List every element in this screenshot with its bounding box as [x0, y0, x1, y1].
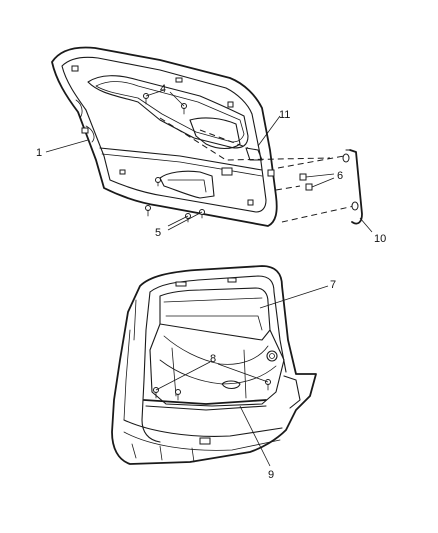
liftgate-trim-panel	[51, 46, 313, 227]
screw-5-c	[199, 209, 205, 219]
screw-5-d	[155, 177, 161, 187]
leader-lines	[45, 89, 373, 467]
liftgate-assembly	[111, 265, 317, 465]
callout-9: 9	[268, 469, 274, 481]
callout-1: 1	[36, 147, 42, 159]
clip-6-a	[299, 173, 307, 181]
callout-11: 11	[279, 109, 290, 121]
clip-6-c	[267, 169, 275, 177]
weatherstrip-seal-10	[342, 149, 363, 225]
screw-8-center	[175, 389, 181, 401]
screw-5-a	[145, 205, 151, 217]
callout-10: 10	[374, 233, 386, 245]
callout-6: 6	[337, 170, 343, 182]
callout-5: 5	[155, 227, 161, 239]
callout-8: 8	[210, 353, 216, 365]
assembly-guide-lines	[159, 117, 355, 223]
callout-7: 7	[330, 279, 336, 291]
callout-4: 4	[160, 83, 166, 95]
clip-6-b	[305, 183, 313, 191]
screw-4-right	[181, 103, 187, 115]
